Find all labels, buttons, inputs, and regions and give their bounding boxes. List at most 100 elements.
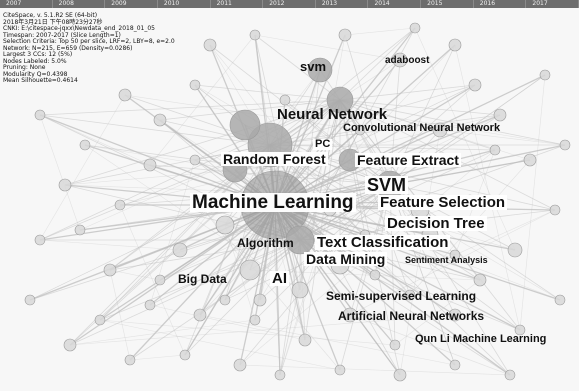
network-node: [354, 124, 366, 136]
network-edge: [254, 34, 401, 61]
network-edge: [269, 144, 496, 151]
year-cell-2008: 2008: [53, 0, 106, 8]
network-node: [253, 293, 267, 307]
network-node: [392, 52, 408, 68]
timeline-bar: 2007 2008 2009 2010 2011 2012 2013 2014 …: [0, 0, 579, 8]
network-edge: [69, 239, 301, 346]
network-edge: [299, 129, 361, 241]
network-edge: [64, 99, 341, 186]
network-edge: [69, 319, 256, 346]
network-node: [489, 144, 501, 156]
network-node: [172, 242, 188, 258]
network-edge: [99, 239, 301, 321]
network-edge: [339, 99, 501, 116]
network-node: [473, 273, 487, 287]
network-node: [143, 158, 157, 172]
network-node: [448, 308, 462, 322]
label-machine-learning: Machine Learning: [190, 192, 356, 213]
label-feature-selection: Feature Selection: [378, 194, 508, 211]
network-edge: [269, 114, 501, 146]
meta-network: Network: N=215, E=659 (Density=0.0286): [3, 44, 133, 52]
network-node: [298, 333, 312, 347]
network-node: [249, 314, 261, 326]
network-edge: [99, 319, 341, 371]
label-big-data: Big Data: [178, 272, 227, 286]
meta-pruning: Pruning: None: [3, 64, 46, 71]
network-edge: [339, 27, 416, 101]
label-svm-big: SVM: [365, 175, 409, 195]
network-node: [189, 79, 201, 91]
network-edge: [149, 34, 256, 166]
network-node: [239, 259, 261, 281]
network-node: [118, 88, 132, 102]
label-feature-extract: Feature Extract: [355, 152, 461, 168]
label-sentiment-analysis: Sentiment Analysis: [405, 255, 488, 265]
network-edge: [109, 269, 131, 361]
network-node: [34, 109, 46, 121]
network-edge: [99, 204, 276, 321]
network-edge: [269, 27, 416, 146]
label-text-classification: Text Classification: [315, 234, 451, 251]
label-random-forest: Random Forest: [221, 151, 328, 167]
year-cell-2016: 2016: [474, 0, 527, 8]
network-node: [153, 113, 167, 127]
network-edge: [279, 239, 301, 376]
network-node: [233, 358, 247, 372]
network-node: [559, 139, 571, 151]
network-node: [74, 224, 86, 236]
network-edge: [69, 314, 456, 346]
label-svm-small: svm: [300, 59, 327, 74]
network-node: [393, 368, 407, 382]
network-edge: [39, 114, 271, 146]
meta-silhouette: Mean Silhouette=0.4614: [3, 77, 78, 84]
network-node: [215, 215, 235, 235]
network-node: [94, 314, 106, 326]
network-node: [103, 263, 117, 277]
year-cell-2012: 2012: [263, 0, 316, 8]
network-node: [468, 78, 482, 92]
network-edge: [119, 204, 186, 356]
network-edge: [129, 354, 186, 361]
network-edge: [339, 99, 411, 296]
network-edge: [339, 99, 521, 331]
network-node: [291, 281, 309, 299]
network-edge: [349, 314, 511, 376]
network-edge: [99, 319, 396, 346]
network-edge: [344, 27, 416, 36]
label-artificial-neural-networks: Artificial Neural Networks: [338, 309, 485, 323]
network-edge: [39, 114, 151, 166]
network-node: [514, 324, 526, 336]
network-node: [124, 354, 136, 366]
year-cell-2007: 2007: [0, 0, 53, 8]
network-edge: [389, 184, 456, 366]
network-edge: [274, 74, 546, 206]
label-decision-tree: Decision Tree: [385, 215, 487, 232]
network-node: [539, 69, 551, 81]
network-edge: [439, 129, 566, 146]
network-edge: [389, 159, 531, 186]
network-node: [179, 349, 191, 361]
network-node: [554, 294, 566, 306]
network-edge: [29, 204, 276, 301]
network-edge: [399, 129, 441, 376]
network-edge: [39, 239, 181, 251]
meta-selection: Selection Criteria: Top 50 per slice, LR…: [3, 38, 175, 45]
network-node: [34, 234, 46, 246]
network-edge: [339, 99, 496, 151]
label-neural-network: Neural Network: [277, 106, 388, 123]
network-node: [144, 299, 156, 311]
year-cell-2017: 2017: [526, 0, 579, 8]
label-algorithm: Algorithm: [237, 236, 294, 250]
network-node: [274, 369, 286, 381]
analysis-metadata: CiteSpace, v. 5.1.R2 SE (64-bit) 2018年3月…: [3, 12, 175, 85]
network-node: [432, 122, 448, 138]
label-pc: PC: [313, 138, 333, 150]
network-node: [307, 57, 333, 83]
network-edge: [129, 204, 276, 361]
network-edge: [39, 114, 276, 206]
network-node: [63, 338, 77, 352]
label-semi-supervised-learning: Semi-supervised Learning: [326, 289, 477, 303]
network-node: [58, 178, 72, 192]
network-node: [79, 139, 91, 151]
